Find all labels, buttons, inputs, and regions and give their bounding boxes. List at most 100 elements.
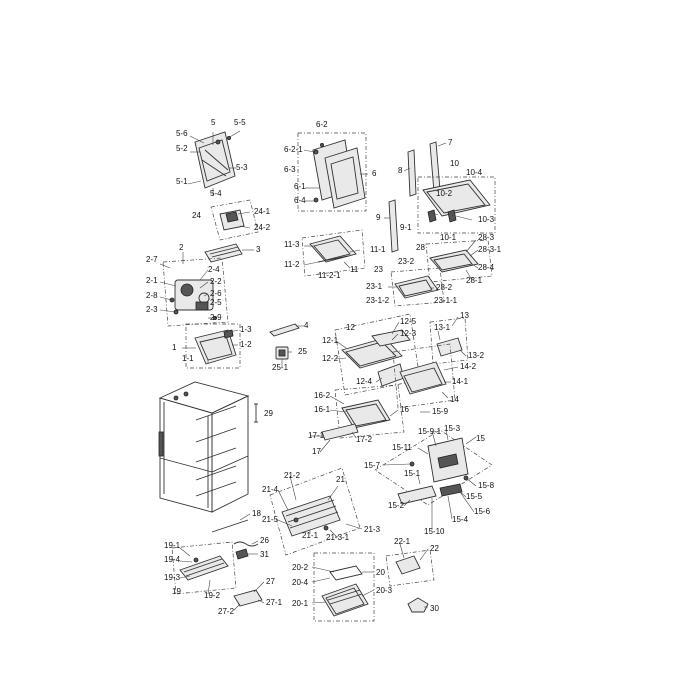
callout-label-5-1: 5-1 xyxy=(176,177,188,186)
callout-label-28-1: 28-1 xyxy=(466,276,483,285)
part-group-6 xyxy=(297,132,367,212)
callout-label-13: 13 xyxy=(460,311,469,320)
callout-label-15-8: 15-8 xyxy=(478,481,495,490)
callout-label-21: 21 xyxy=(336,475,345,484)
part-group-12 xyxy=(334,313,421,396)
callout-label-17: 17 xyxy=(312,447,321,456)
callout-label-12-2: 12-2 xyxy=(322,354,339,363)
callout-label-6-3: 6-3 xyxy=(284,165,296,174)
part-group-19 xyxy=(171,541,237,595)
callout-label-4: 4 xyxy=(304,321,309,330)
callout-label-15-5: 15-5 xyxy=(466,492,483,501)
callout-label-23-1-1: 23-1-1 xyxy=(434,296,458,305)
callout-label-2-3: 2-3 xyxy=(146,305,158,314)
part-30 xyxy=(407,597,429,613)
callout-label-11-2-1: 11-2-1 xyxy=(318,271,341,280)
callout-label-2-6: 2-6 xyxy=(210,289,222,298)
callout-label-15-10: 15-10 xyxy=(424,527,445,536)
leader-lines xyxy=(159,130,479,611)
callout-label-2-2: 2-2 xyxy=(210,277,222,286)
part-29 xyxy=(254,403,258,423)
callout-label-12: 12 xyxy=(346,323,355,332)
callout-label-22: 22 xyxy=(430,544,439,553)
callout-label-12-4: 12-4 xyxy=(356,377,373,386)
part-group-24 xyxy=(204,199,259,263)
callout-label-14-1: 14-1 xyxy=(452,377,469,386)
part-26-31 xyxy=(233,541,259,560)
callout-label-16: 16 xyxy=(400,405,409,414)
callout-label-6-4: 6-4 xyxy=(294,196,306,205)
callout-label-15-9: 15-9 xyxy=(432,407,449,416)
callout-label-6-2-1: 6-2-1 xyxy=(284,145,303,154)
part-group-11 xyxy=(301,229,366,277)
callout-label-23-1-2: 23-1-2 xyxy=(366,296,390,305)
callout-label-25-1: 25-1 xyxy=(272,363,289,372)
callout-label-15-6: 15-6 xyxy=(474,507,491,516)
callout-label-1: 1 xyxy=(172,343,177,352)
part-group-20 xyxy=(313,552,375,622)
callout-label-27-2: 27-2 xyxy=(218,607,235,616)
callout-label-19-1: 19-1 xyxy=(164,541,181,550)
callout-label-10-2: 10-2 xyxy=(436,189,453,198)
callout-label-28-3: 28-3 xyxy=(478,233,495,242)
callout-label-17-2: 17-2 xyxy=(356,435,373,444)
callout-label-21-3-1: 21-3-1 xyxy=(326,533,350,542)
callout-label-16-2: 16-2 xyxy=(314,391,331,400)
part-group-14 xyxy=(392,343,456,409)
part-group-23 xyxy=(390,267,445,307)
callout-label-24-1: 24-1 xyxy=(254,207,271,216)
part-group-2 xyxy=(162,257,229,327)
callout-label-24-2: 24-2 xyxy=(254,223,271,232)
callout-label-11-3: 11-3 xyxy=(284,240,300,249)
callout-label-2-9: 2-9 xyxy=(210,313,222,322)
callout-label-23: 23 xyxy=(374,265,383,274)
callout-label-20-1: 20-1 xyxy=(292,599,309,608)
callout-label-20-2: 20-2 xyxy=(292,563,309,572)
callout-label-2-8: 2-8 xyxy=(146,291,158,300)
callout-label-21-2: 21-2 xyxy=(284,471,301,480)
callout-label-2-5: 2-5 xyxy=(210,298,222,307)
callout-label-11-2: 11-2 xyxy=(284,260,300,269)
callout-label-12-5: 12-5 xyxy=(400,317,417,326)
callout-label-15-4: 15-4 xyxy=(452,515,469,524)
callout-label-10-4: 10-4 xyxy=(466,168,483,177)
callout-label-11: 11 xyxy=(350,265,359,274)
part-group-17 xyxy=(321,423,359,441)
callout-label-10-1: 10-1 xyxy=(440,233,457,242)
callout-label-14: 14 xyxy=(450,395,459,404)
callout-label-13-1: 13-1 xyxy=(434,323,451,332)
part-4 xyxy=(269,323,300,337)
callout-label-21-4: 21-4 xyxy=(262,485,279,494)
callout-label-2: 2 xyxy=(179,243,184,252)
callout-label-5: 5 xyxy=(211,118,216,127)
callout-label-5-3: 5-3 xyxy=(236,163,248,172)
callout-label-10: 10 xyxy=(450,159,459,168)
callout-label-10-3: 10-3 xyxy=(478,215,495,224)
callout-label-28-2: 28-2 xyxy=(436,283,453,292)
callout-label-23-1: 23-1 xyxy=(366,282,383,291)
callout-label-20-4: 20-4 xyxy=(292,578,309,587)
callout-label-1-2: 1-2 xyxy=(240,340,252,349)
callout-label-27-1: 27-1 xyxy=(266,598,283,607)
callout-label-7: 7 xyxy=(448,138,453,147)
callout-label-14-2: 14-2 xyxy=(460,362,477,371)
callout-label-5-6: 5-6 xyxy=(176,129,188,138)
part-group-22 xyxy=(385,549,435,587)
callout-label-6-1: 6-1 xyxy=(294,182,306,191)
callout-label-22-1: 22-1 xyxy=(394,537,411,546)
callout-label-28-4: 28-4 xyxy=(478,263,495,272)
part-group-21 xyxy=(269,467,361,556)
callout-label-28-3-1: 28-3-1 xyxy=(478,245,502,254)
part-strips-7-8-9 xyxy=(388,141,441,253)
callout-label-15-7: 15-7 xyxy=(364,461,381,470)
callout-label-17-1: 17-1 xyxy=(308,431,325,440)
part-group-10 xyxy=(417,176,496,234)
callout-label-21-1: 21-1 xyxy=(302,531,319,540)
callout-label-20: 20 xyxy=(376,568,385,577)
part-25 xyxy=(275,346,289,360)
callout-label-27: 27 xyxy=(266,577,275,586)
callout-label-2-1: 2-1 xyxy=(146,276,158,285)
part-27 xyxy=(233,589,263,607)
